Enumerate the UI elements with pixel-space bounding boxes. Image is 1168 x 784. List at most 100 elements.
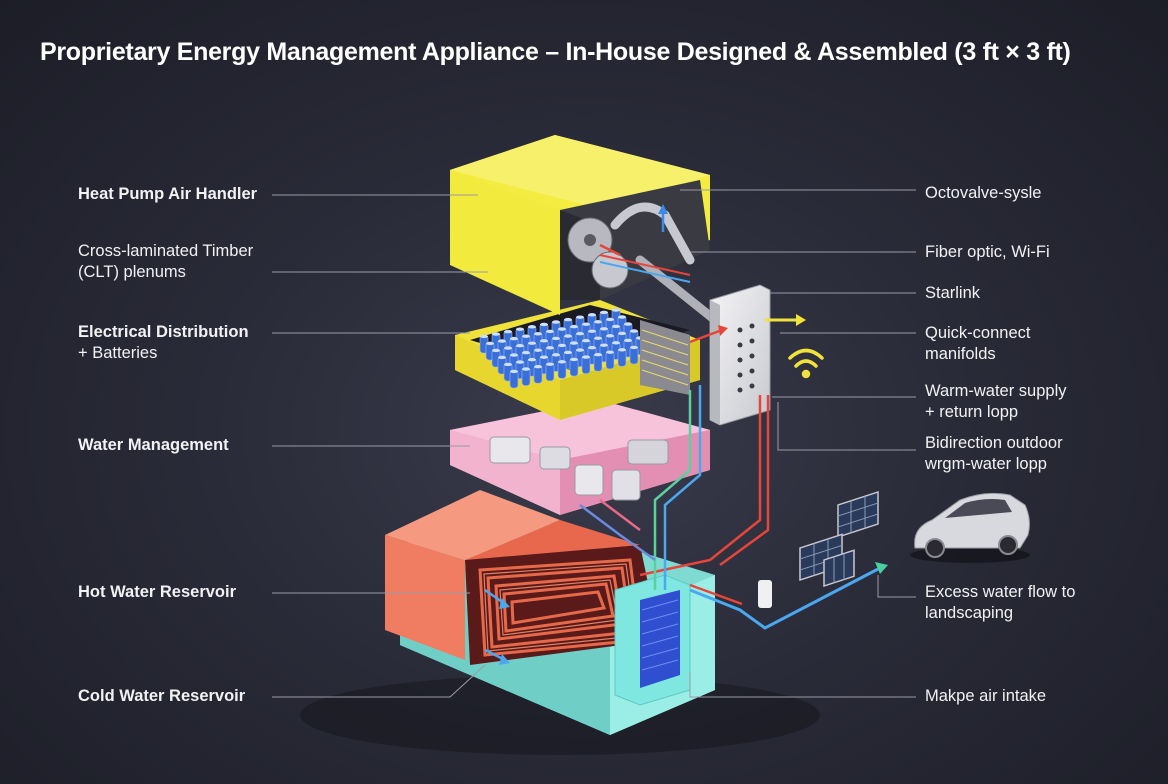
label-line: landscaping — [925, 604, 1014, 622]
battery-cell-top — [546, 329, 554, 334]
battery-cell-top — [504, 346, 512, 350]
battery-cell-top — [618, 348, 626, 352]
battery-cell-top — [528, 358, 536, 362]
battery-cell-top — [510, 353, 518, 357]
water-pipes — [484, 243, 881, 665]
label-heat-pump-air-handler: Heat Pump Air Handler — [78, 184, 257, 205]
battery-cell-top — [612, 308, 620, 312]
battery-cell-top — [576, 332, 584, 336]
heat-pump-air-handler — [450, 135, 720, 325]
battery-cell-top — [582, 339, 590, 343]
battery-cell-top — [504, 362, 512, 367]
label-line: Cross-laminated Timber — [78, 242, 254, 260]
label-excess-water-flow: Excess water flow to landscaping — [925, 582, 1075, 624]
label-line: Hot Water Reservoir — [78, 583, 237, 601]
battery-cell-top — [570, 357, 578, 362]
battery-cell-top — [594, 320, 602, 324]
battery-cell-top — [552, 336, 560, 341]
battery-cell-top — [486, 341, 494, 346]
battery-cell-top — [618, 331, 626, 336]
battery-cell-top — [606, 350, 614, 354]
battery-cell-top — [630, 329, 638, 333]
battery-cell-top — [534, 365, 542, 369]
battery-cell-top — [576, 348, 584, 352]
solar-panels — [799, 491, 879, 587]
label-line: + return lopp — [925, 403, 1019, 421]
electrical-battery-module — [455, 300, 700, 420]
battery-cell-top — [492, 332, 500, 336]
battery-cell-top — [480, 334, 488, 339]
battery-cell-top — [558, 343, 566, 348]
label-bidirectional-outdoor-loop: Bidirection outdoor wrgm-water lopp — [925, 433, 1063, 475]
battery-cell-top — [630, 345, 638, 350]
battery-cell-top — [534, 332, 542, 336]
control-panel — [709, 284, 824, 426]
label-line: Electrical Distribution — [78, 323, 249, 341]
battery-cell-top — [558, 327, 566, 331]
battery-cell-top — [612, 324, 620, 329]
battery-cell-top — [540, 322, 548, 327]
battery-cell-top — [588, 329, 596, 333]
label-starlink: Starlink — [925, 283, 980, 304]
battery-cell-top — [576, 315, 584, 319]
flow-arrow — [875, 562, 888, 574]
label-makeup-air-intake: Makpe air intake — [925, 686, 1046, 707]
battery-cell-top — [564, 318, 572, 322]
label-hot-water-reservoir: Hot Water Reservoir — [78, 582, 236, 603]
label-line: Warm-water supply — [925, 382, 1067, 400]
battery-cell-top — [504, 330, 512, 334]
label-line: (CLT) plenums — [78, 263, 186, 281]
battery-cell-top — [534, 348, 542, 352]
battery-cell-top — [558, 360, 566, 364]
battery-cell-top — [600, 310, 608, 315]
label-water-management: Water Management — [78, 435, 229, 456]
filter-tank — [614, 574, 691, 706]
label-quick-connect-manifolds: Quick-connect manifolds — [925, 323, 1030, 365]
battery-cell-top — [516, 344, 524, 348]
hot-water-reservoir — [385, 490, 660, 665]
battery-cell-top — [606, 317, 614, 322]
label-line: Cold Water Reservoir — [78, 687, 246, 705]
battery-cell-top — [552, 353, 560, 357]
battery-cell-top — [564, 334, 572, 338]
battery-cell-top — [624, 338, 632, 343]
battery-cell-top — [522, 351, 530, 355]
battery-cell-top — [498, 355, 506, 360]
battery-cell-top — [540, 339, 548, 343]
battery-cell-top — [522, 367, 530, 371]
battery-cell-top — [570, 341, 578, 345]
battery-cell-top — [618, 315, 626, 319]
battery-cell-top — [600, 343, 608, 347]
water-management-module — [450, 400, 710, 515]
battery-cell-top — [528, 341, 536, 345]
battery-cell-top — [522, 334, 530, 338]
flow-sensor — [758, 580, 772, 608]
label-warm-water-loop: Warm-water supply + return lopp — [925, 381, 1067, 423]
label-clt-plenums: Cross-laminated Timber (CLT) plenums — [78, 241, 253, 283]
battery-cell-top — [588, 346, 596, 350]
battery-cell-top — [588, 313, 596, 317]
label-line: Water Management — [78, 436, 229, 454]
battery-array — [479, 308, 651, 389]
battery-cell-top — [582, 355, 590, 359]
battery-cell-top — [624, 322, 632, 326]
label-line: + Batteries — [78, 344, 158, 362]
wifi-icon — [788, 348, 824, 379]
battery-cell-top — [516, 360, 524, 364]
label-cold-water-reservoir: Cold Water Reservoir — [78, 686, 245, 707]
label-line: Excess water flow to — [925, 583, 1076, 601]
battery-cell-top — [564, 350, 572, 355]
label-line: wrgm-water lopp — [925, 455, 1047, 473]
battery-cell-top — [492, 348, 500, 353]
label-octovalve: Octovalve-sysle — [925, 183, 1041, 204]
label-electrical-distribution: Electrical Distribution + Batteries — [78, 322, 249, 364]
battery-cell-top — [546, 346, 554, 350]
leader-lines — [272, 189, 916, 698]
label-line: Fiber optic, Wi-Fi — [925, 243, 1050, 261]
battery-cell-top — [594, 353, 602, 357]
battery-cell-top — [546, 362, 554, 366]
battery-cell-top — [498, 339, 506, 343]
battery-cell-top — [510, 337, 518, 341]
battery-cell-top — [540, 355, 548, 359]
